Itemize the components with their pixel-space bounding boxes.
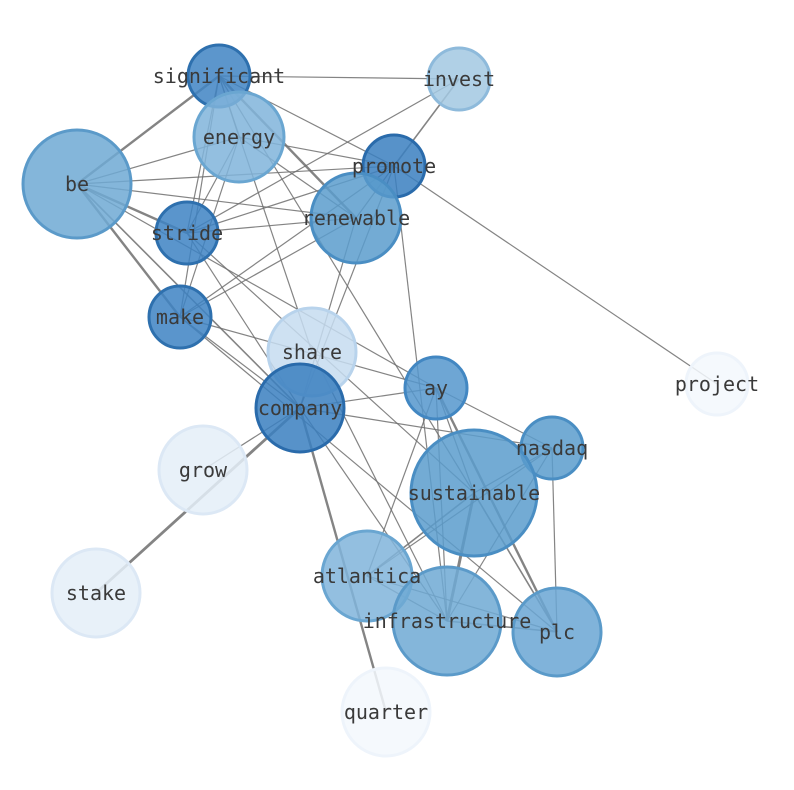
- node-label-energy: energy: [203, 125, 275, 149]
- node-label-quarter: quarter: [344, 700, 428, 724]
- node-label-make: make: [156, 305, 204, 329]
- node-label-atlantica: atlantica: [313, 564, 421, 588]
- labels-layer: significant invest energy promote be renewabl…: [65, 64, 759, 724]
- node-label-company: company: [258, 396, 342, 420]
- edge-significant-invest: [218, 75, 460, 80]
- node-label-project: project: [675, 372, 759, 396]
- node-label-sustainable: sustainable: [408, 481, 540, 505]
- node-label-be: be: [65, 172, 89, 196]
- node-infrastructure[interactable]: [391, 565, 503, 677]
- edge-make-plc: [179, 316, 558, 633]
- node-company[interactable]: [254, 362, 346, 454]
- node-plc[interactable]: [511, 586, 603, 678]
- node-renewable[interactable]: [309, 171, 403, 265]
- node-make[interactable]: [147, 284, 213, 350]
- node-label-significant: significant: [153, 64, 285, 88]
- node-label-infrastructure: infrastructure: [363, 609, 532, 633]
- node-label-renewable: renewable: [302, 206, 410, 230]
- edge-be-ay: [76, 183, 437, 389]
- edge-invest-stride: [186, 78, 460, 234]
- node-label-ay: ay: [424, 376, 448, 400]
- node-label-share: share: [282, 340, 342, 364]
- edge-promote-project: [393, 165, 718, 385]
- node-ay[interactable]: [403, 355, 469, 421]
- edge-significant-promote: [218, 75, 395, 167]
- nodes-layer: [21, 43, 750, 758]
- node-label-plc: plc: [539, 620, 575, 644]
- node-grow[interactable]: [157, 424, 249, 516]
- node-stride[interactable]: [154, 200, 220, 266]
- node-atlantica[interactable]: [320, 529, 414, 623]
- node-label-nasdaq: nasdaq: [516, 436, 588, 460]
- node-nasdaq[interactable]: [519, 415, 585, 481]
- node-sustainable[interactable]: [409, 428, 539, 558]
- node-energy[interactable]: [192, 90, 286, 184]
- node-label-grow: grow: [179, 458, 228, 482]
- node-stake[interactable]: [50, 547, 142, 639]
- node-label-promote: promote: [352, 154, 436, 178]
- node-label-stake: stake: [66, 581, 126, 605]
- node-label-invest: invest: [423, 67, 495, 91]
- node-be[interactable]: [21, 128, 133, 240]
- node-project[interactable]: [684, 351, 750, 417]
- node-invest[interactable]: [426, 46, 492, 112]
- node-label-stride: stride: [151, 221, 223, 245]
- node-quarter[interactable]: [340, 666, 432, 758]
